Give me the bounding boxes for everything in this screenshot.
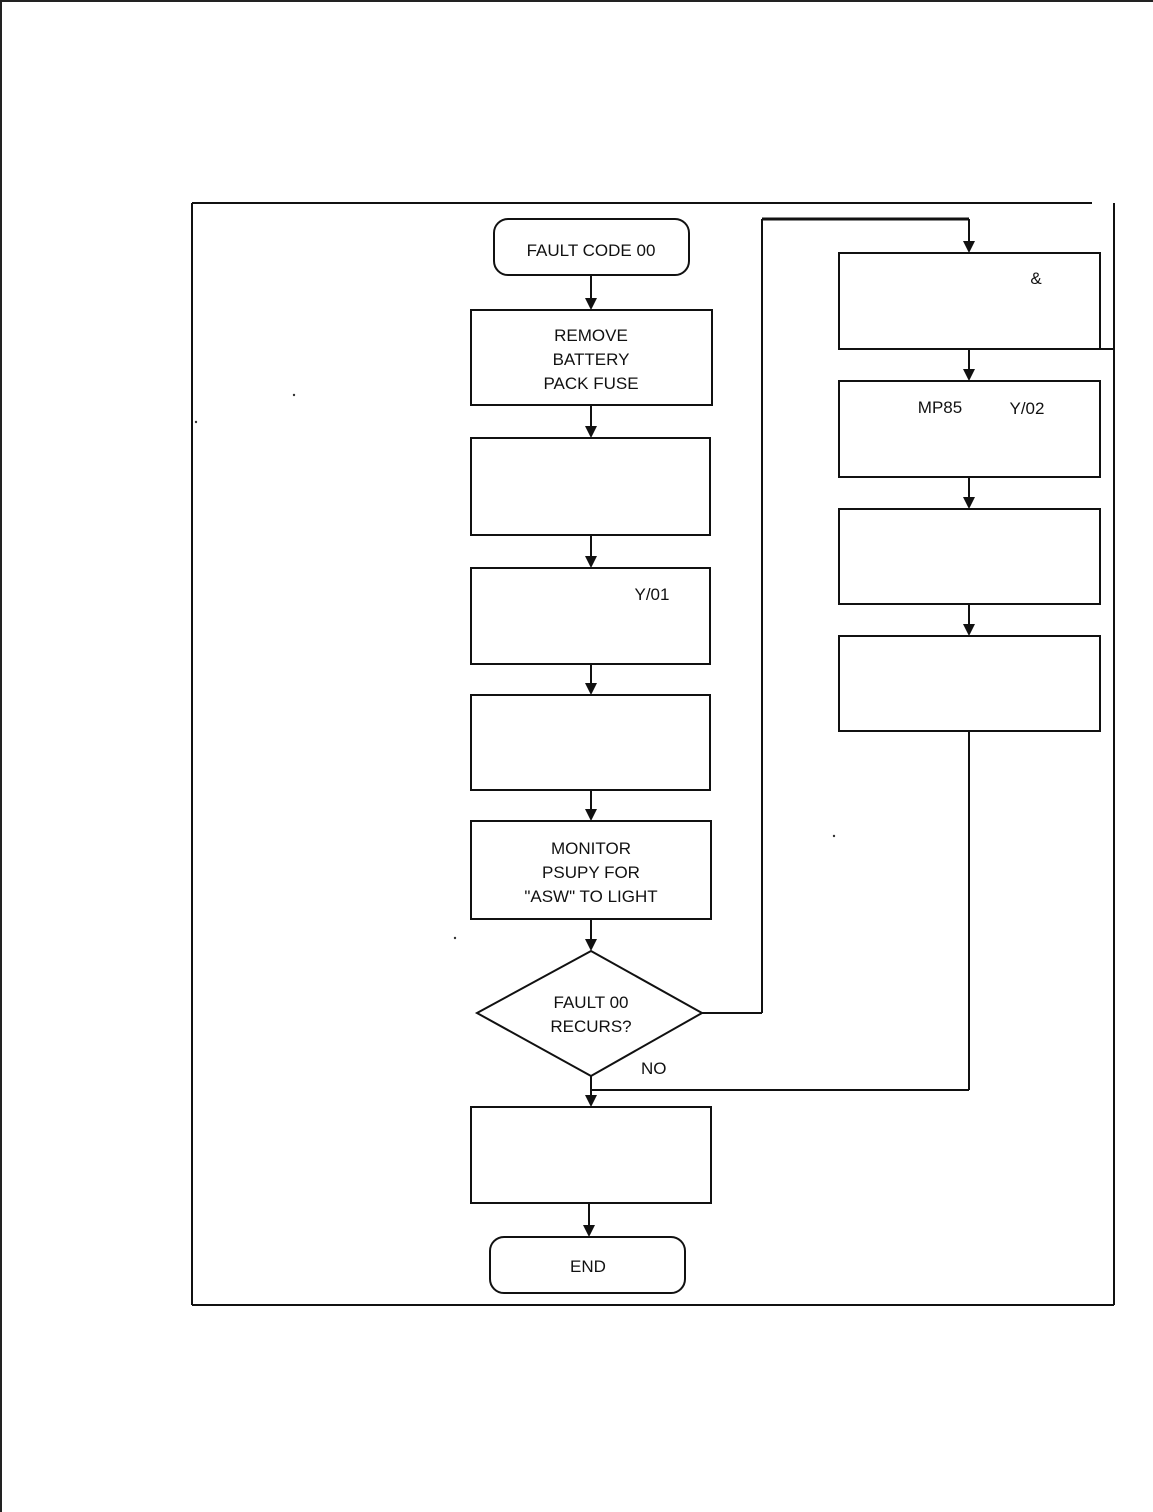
end-terminator: END — [489, 1236, 686, 1294]
monitor-box: MONITOR PSUPY FOR "ASW" TO LIGHT — [470, 820, 712, 920]
yes-connector — [702, 217, 975, 1014]
no-label: NO — [641, 1059, 667, 1078]
remove-fuse-box: REMOVE BATTERY PACK FUSE — [470, 309, 713, 406]
step-box-y01: Y/01 — [470, 567, 711, 665]
step-y01-label: Y/01 — [635, 585, 670, 604]
decision-line2: RECURS? — [550, 1017, 631, 1036]
right-step-box-1: & — [838, 252, 1101, 350]
return-connector — [591, 731, 970, 1091]
right-step1-label: & — [1030, 269, 1042, 288]
page-edge-top — [0, 0, 1153, 2]
right-step-box-3 — [838, 508, 1101, 605]
speck — [194, 420, 198, 424]
diagram-frame — [191, 202, 1115, 1306]
start-terminator: FAULT CODE 00 — [493, 218, 690, 276]
right-step-box-4 — [838, 635, 1101, 732]
start-label: FAULT CODE 00 — [527, 241, 656, 260]
monitor-line3: "ASW" TO LIGHT — [524, 887, 657, 906]
remove-fuse-line1: REMOVE — [554, 326, 628, 345]
step-box-final — [470, 1106, 712, 1204]
right-step2-label-a: MP85 — [918, 398, 962, 417]
step-box-blank-1 — [470, 437, 711, 536]
monitor-line2: PSUPY FOR — [542, 863, 640, 882]
remove-fuse-line2: BATTERY — [553, 350, 630, 369]
right-step-box-2: MP85 Y/02 — [838, 380, 1101, 478]
decision-diamond: FAULT 00 RECURS? — [474, 949, 705, 1078]
remove-fuse-line3: PACK FUSE — [543, 374, 638, 393]
right-step2-label-b: Y/02 — [1010, 399, 1045, 418]
speck — [292, 393, 296, 397]
end-label: END — [570, 1257, 606, 1276]
speck — [453, 936, 457, 940]
speck — [832, 834, 836, 838]
decision-line1: FAULT 00 — [554, 993, 629, 1012]
monitor-line1: MONITOR — [551, 839, 631, 858]
step-box-blank-2 — [470, 694, 711, 791]
page-edge-left — [0, 0, 2, 1512]
